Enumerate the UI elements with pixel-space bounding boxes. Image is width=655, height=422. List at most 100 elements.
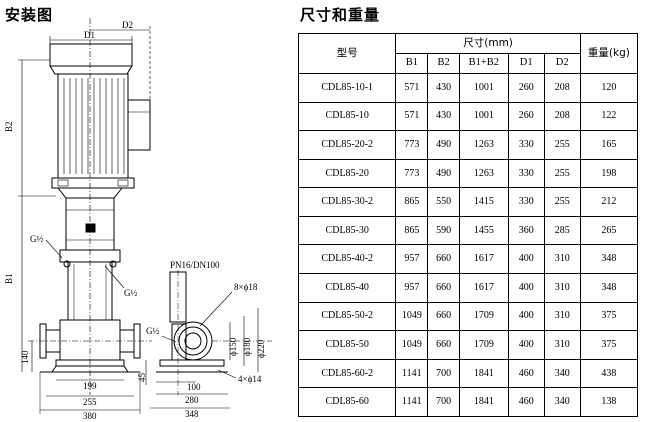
side-flange-inner — [178, 326, 208, 356]
cell-d2: 340 — [543, 358, 581, 389]
label-dim-255: 255 — [83, 397, 97, 407]
cell-weight: 375 — [579, 301, 639, 332]
label-dim-180: ϕ180 — [242, 337, 252, 356]
install-drawing-heading: 安装图 — [5, 6, 54, 24]
motor-fins — [63, 78, 125, 174]
cell-b2: 700 — [427, 387, 460, 417]
label-dim-45: 45 — [137, 373, 147, 383]
cell-model: CDL85-10-1 — [297, 73, 397, 103]
cell-d2: 310 — [543, 301, 581, 332]
cell-weight: 438 — [579, 358, 639, 389]
cell-weight: 348 — [579, 273, 639, 303]
cell-d1: 400 — [507, 273, 545, 303]
cell-b1: 571 — [395, 101, 429, 132]
cell-d1: 360 — [507, 215, 545, 246]
cell-weight: 212 — [579, 187, 639, 217]
label-g-half-mid: G½ — [124, 288, 137, 298]
col-header-b1: B1 — [395, 53, 429, 74]
label-dim-348: 348 — [185, 409, 199, 419]
cell-d1: 330 — [507, 187, 545, 217]
cell-b2: 660 — [427, 301, 460, 332]
cell-d2: 310 — [543, 244, 581, 275]
cell-b1b2: 1263 — [458, 130, 509, 160]
col-header-b2: B2 — [427, 53, 460, 74]
cell-model: CDL85-40 — [297, 273, 397, 303]
cell-b2: 660 — [427, 244, 460, 275]
dims-weights-heading: 尺寸和重量 — [300, 6, 381, 24]
size-header: 尺寸(mm) — [395, 33, 581, 54]
label-dim-199: 199 — [83, 381, 97, 391]
cell-d1: 260 — [507, 73, 545, 103]
cell-model: CDL85-10 — [297, 101, 397, 132]
motor-body — [57, 73, 129, 179]
cell-weight: 198 — [579, 158, 639, 189]
cell-b1b2: 1001 — [458, 73, 509, 103]
label-dim-220: ϕ220 — [256, 339, 266, 358]
weight-header: 重量(kg) — [579, 33, 639, 74]
label-dim-150: ϕ150 — [228, 337, 238, 356]
label-pn: PN16/DN100 — [170, 260, 220, 270]
cell-b1: 957 — [395, 273, 429, 303]
cell-weight: 375 — [579, 330, 639, 360]
cell-b1b2: 1841 — [458, 387, 509, 417]
cell-b2: 490 — [427, 130, 460, 160]
cell-b1b2: 1455 — [458, 215, 509, 246]
cell-b1: 957 — [395, 244, 429, 275]
label-b2: B2 — [4, 121, 14, 132]
cell-b1b2: 1617 — [458, 273, 509, 303]
cell-b2: 550 — [427, 187, 460, 217]
cell-model: CDL85-30 — [297, 215, 397, 246]
col-header-b1b2: B1+B2 — [458, 53, 509, 74]
cell-b1: 865 — [395, 215, 429, 246]
pump-foot — [55, 359, 125, 367]
cell-b1b2: 1709 — [458, 301, 509, 332]
cell-b1b2: 1415 — [458, 187, 509, 217]
label-dim-100: 100 — [187, 382, 201, 392]
cell-d1: 460 — [507, 387, 545, 417]
cell-b1b2: 1709 — [458, 330, 509, 360]
cell-model: CDL85-40-2 — [297, 244, 397, 275]
side-foot — [159, 359, 225, 367]
cell-b1: 571 — [395, 73, 429, 103]
cell-b1b2: 1841 — [458, 358, 509, 389]
col-header-d1: D1 — [507, 53, 545, 74]
cell-weight: 120 — [579, 73, 639, 103]
cell-b1: 773 — [395, 158, 429, 189]
motor-flange — [51, 177, 135, 189]
cell-model: CDL85-20-2 — [297, 130, 397, 160]
motor-top-shoulder — [49, 65, 133, 75]
cell-b2: 490 — [427, 158, 460, 189]
coupling-logo — [85, 223, 96, 233]
cell-d1: 400 — [507, 244, 545, 275]
cell-d1: 330 — [507, 130, 545, 160]
terminal-box — [127, 99, 151, 151]
cell-b1: 1141 — [395, 387, 429, 417]
cell-model: CDL85-20 — [297, 158, 397, 189]
col-header-d2: D2 — [543, 53, 581, 74]
cell-model: CDL85-50-2 — [297, 301, 397, 332]
cell-d2: 255 — [543, 130, 581, 160]
cell-b2: 660 — [427, 330, 460, 360]
dimensions-table: 型号 尺寸(mm) 重量(kg) B1 B2 B1+B2 D1 D2 CDL85… — [297, 33, 639, 417]
cell-d1: 260 — [507, 101, 545, 132]
cell-model: CDL85-60-2 — [297, 358, 397, 389]
cell-d2: 255 — [543, 187, 581, 217]
cell-d2: 340 — [543, 387, 581, 417]
label-d2: D2 — [122, 20, 133, 30]
cell-d1: 460 — [507, 358, 545, 389]
label-bolt-holes-8: 8×ϕ18 — [234, 282, 258, 292]
cell-b1: 1141 — [395, 358, 429, 389]
cell-d2: 255 — [543, 158, 581, 189]
cell-d2: 208 — [543, 73, 581, 103]
cell-b1: 1049 — [395, 301, 429, 332]
label-b1: B1 — [4, 273, 14, 284]
